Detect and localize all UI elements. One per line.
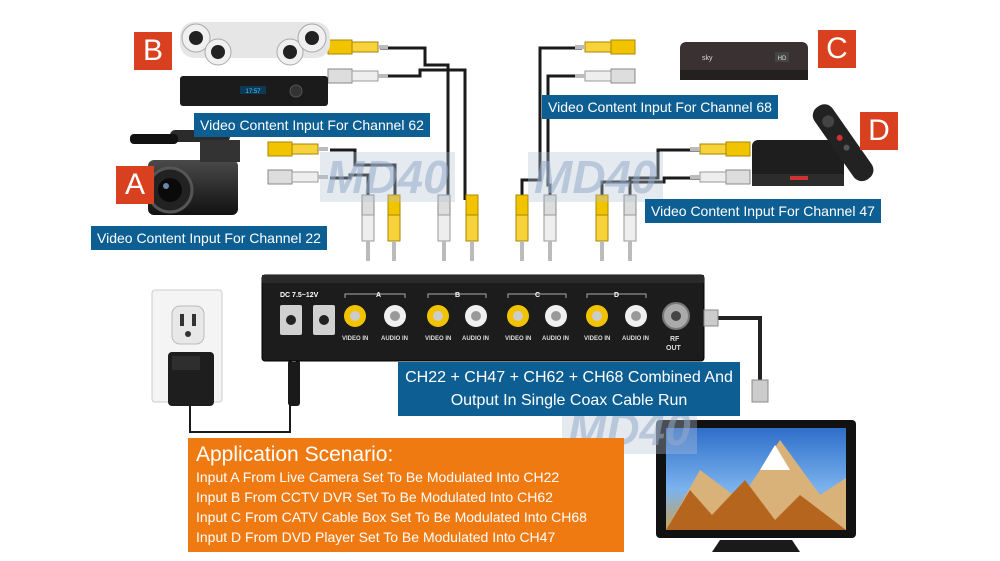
combined-line-1: CH22 + CH47 + CH62 + CH68 Combined And bbox=[405, 369, 733, 386]
cable-b-audio bbox=[380, 68, 467, 200]
audio-in-label-b: AUDIO IN bbox=[462, 336, 489, 342]
source-letter-a: A bbox=[116, 166, 154, 204]
rf-label: RF bbox=[670, 336, 680, 343]
group-label-a: A bbox=[376, 292, 382, 299]
cable-b-video bbox=[380, 46, 450, 200]
watermark-2: MD40 bbox=[528, 152, 663, 202]
source-letter-c: C bbox=[818, 30, 856, 68]
label-channel-22: Video Content Input For Channel 22 bbox=[91, 226, 327, 250]
sky-box-icon: sky HD bbox=[680, 42, 808, 80]
coax-connector-bottom bbox=[751, 379, 769, 403]
dvr-recorder-icon: 17:57 bbox=[180, 76, 328, 106]
combined-line-2: Output In Single Coax Cable Run bbox=[450, 392, 688, 409]
power-adapter-icon bbox=[168, 352, 214, 406]
label-channel-68: Video Content Input For Channel 68 bbox=[542, 95, 778, 119]
combined-output-label: CH22 + CH47 + CH62 + CH68 Combined And O… bbox=[398, 362, 740, 416]
video-in-label-a: VIDEO IN bbox=[342, 336, 369, 342]
watermark-1: MD40 bbox=[320, 152, 455, 202]
video-in-label-b: VIDEO IN bbox=[425, 336, 452, 342]
video-in-label-d: VIDEO IN bbox=[584, 336, 611, 342]
audio-in-label-c: AUDIO IN bbox=[542, 336, 569, 342]
dvr-display: 17:57 bbox=[245, 89, 261, 95]
out-label: OUT bbox=[666, 345, 681, 352]
coax-connector-top bbox=[703, 309, 719, 327]
sky-brand: sky bbox=[702, 55, 713, 62]
cable-d-video bbox=[628, 148, 700, 200]
group-label-d: D bbox=[614, 292, 620, 299]
coax-cable bbox=[712, 316, 762, 395]
scenario-line-d: Input D From DVD Player Set To Be Modula… bbox=[196, 529, 556, 545]
hd-badge: HD bbox=[778, 56, 787, 62]
label-channel-47: Video Content Input For Channel 47 bbox=[645, 199, 881, 223]
remote-control-icon bbox=[812, 104, 874, 182]
rca-plugs-sources bbox=[267, 39, 751, 185]
scenario-line-c: Input C From CATV Cable Box Set To Be Mo… bbox=[196, 509, 587, 525]
power-plug bbox=[288, 360, 300, 406]
rca-plugs-device bbox=[361, 194, 637, 261]
application-scenario-box: Application Scenario: Input A From Live … bbox=[188, 438, 624, 552]
group-label-c: C bbox=[535, 292, 541, 299]
scenario-title: Application Scenario: bbox=[196, 443, 394, 466]
video-in-label-c: VIDEO IN bbox=[505, 336, 532, 342]
group-label-b: B bbox=[455, 292, 461, 299]
audio-in-label-a: AUDIO IN bbox=[381, 336, 408, 342]
source-letter-b: B bbox=[134, 32, 172, 70]
cable-d-audio bbox=[600, 176, 700, 200]
modulator-device bbox=[261, 274, 705, 362]
media-box-icon bbox=[752, 140, 844, 186]
cable-a-audio bbox=[330, 173, 370, 200]
audio-in-label-d: AUDIO IN bbox=[622, 336, 649, 342]
television-icon bbox=[656, 420, 856, 552]
cable-c-video bbox=[520, 46, 582, 200]
scenario-line-b: Input B From CCTV DVR Set To Be Modulate… bbox=[196, 489, 553, 505]
power-label: DC 7.5~12V bbox=[280, 292, 319, 299]
cable-a-video bbox=[330, 148, 397, 200]
scenario-line-a: Input A From Live Camera Set To Be Modul… bbox=[196, 469, 560, 485]
source-letter-d: D bbox=[860, 112, 898, 150]
cctv-cameras-icon bbox=[180, 22, 330, 66]
cable-c-audio bbox=[546, 74, 582, 200]
label-channel-62: Video Content Input For Channel 62 bbox=[194, 113, 430, 137]
